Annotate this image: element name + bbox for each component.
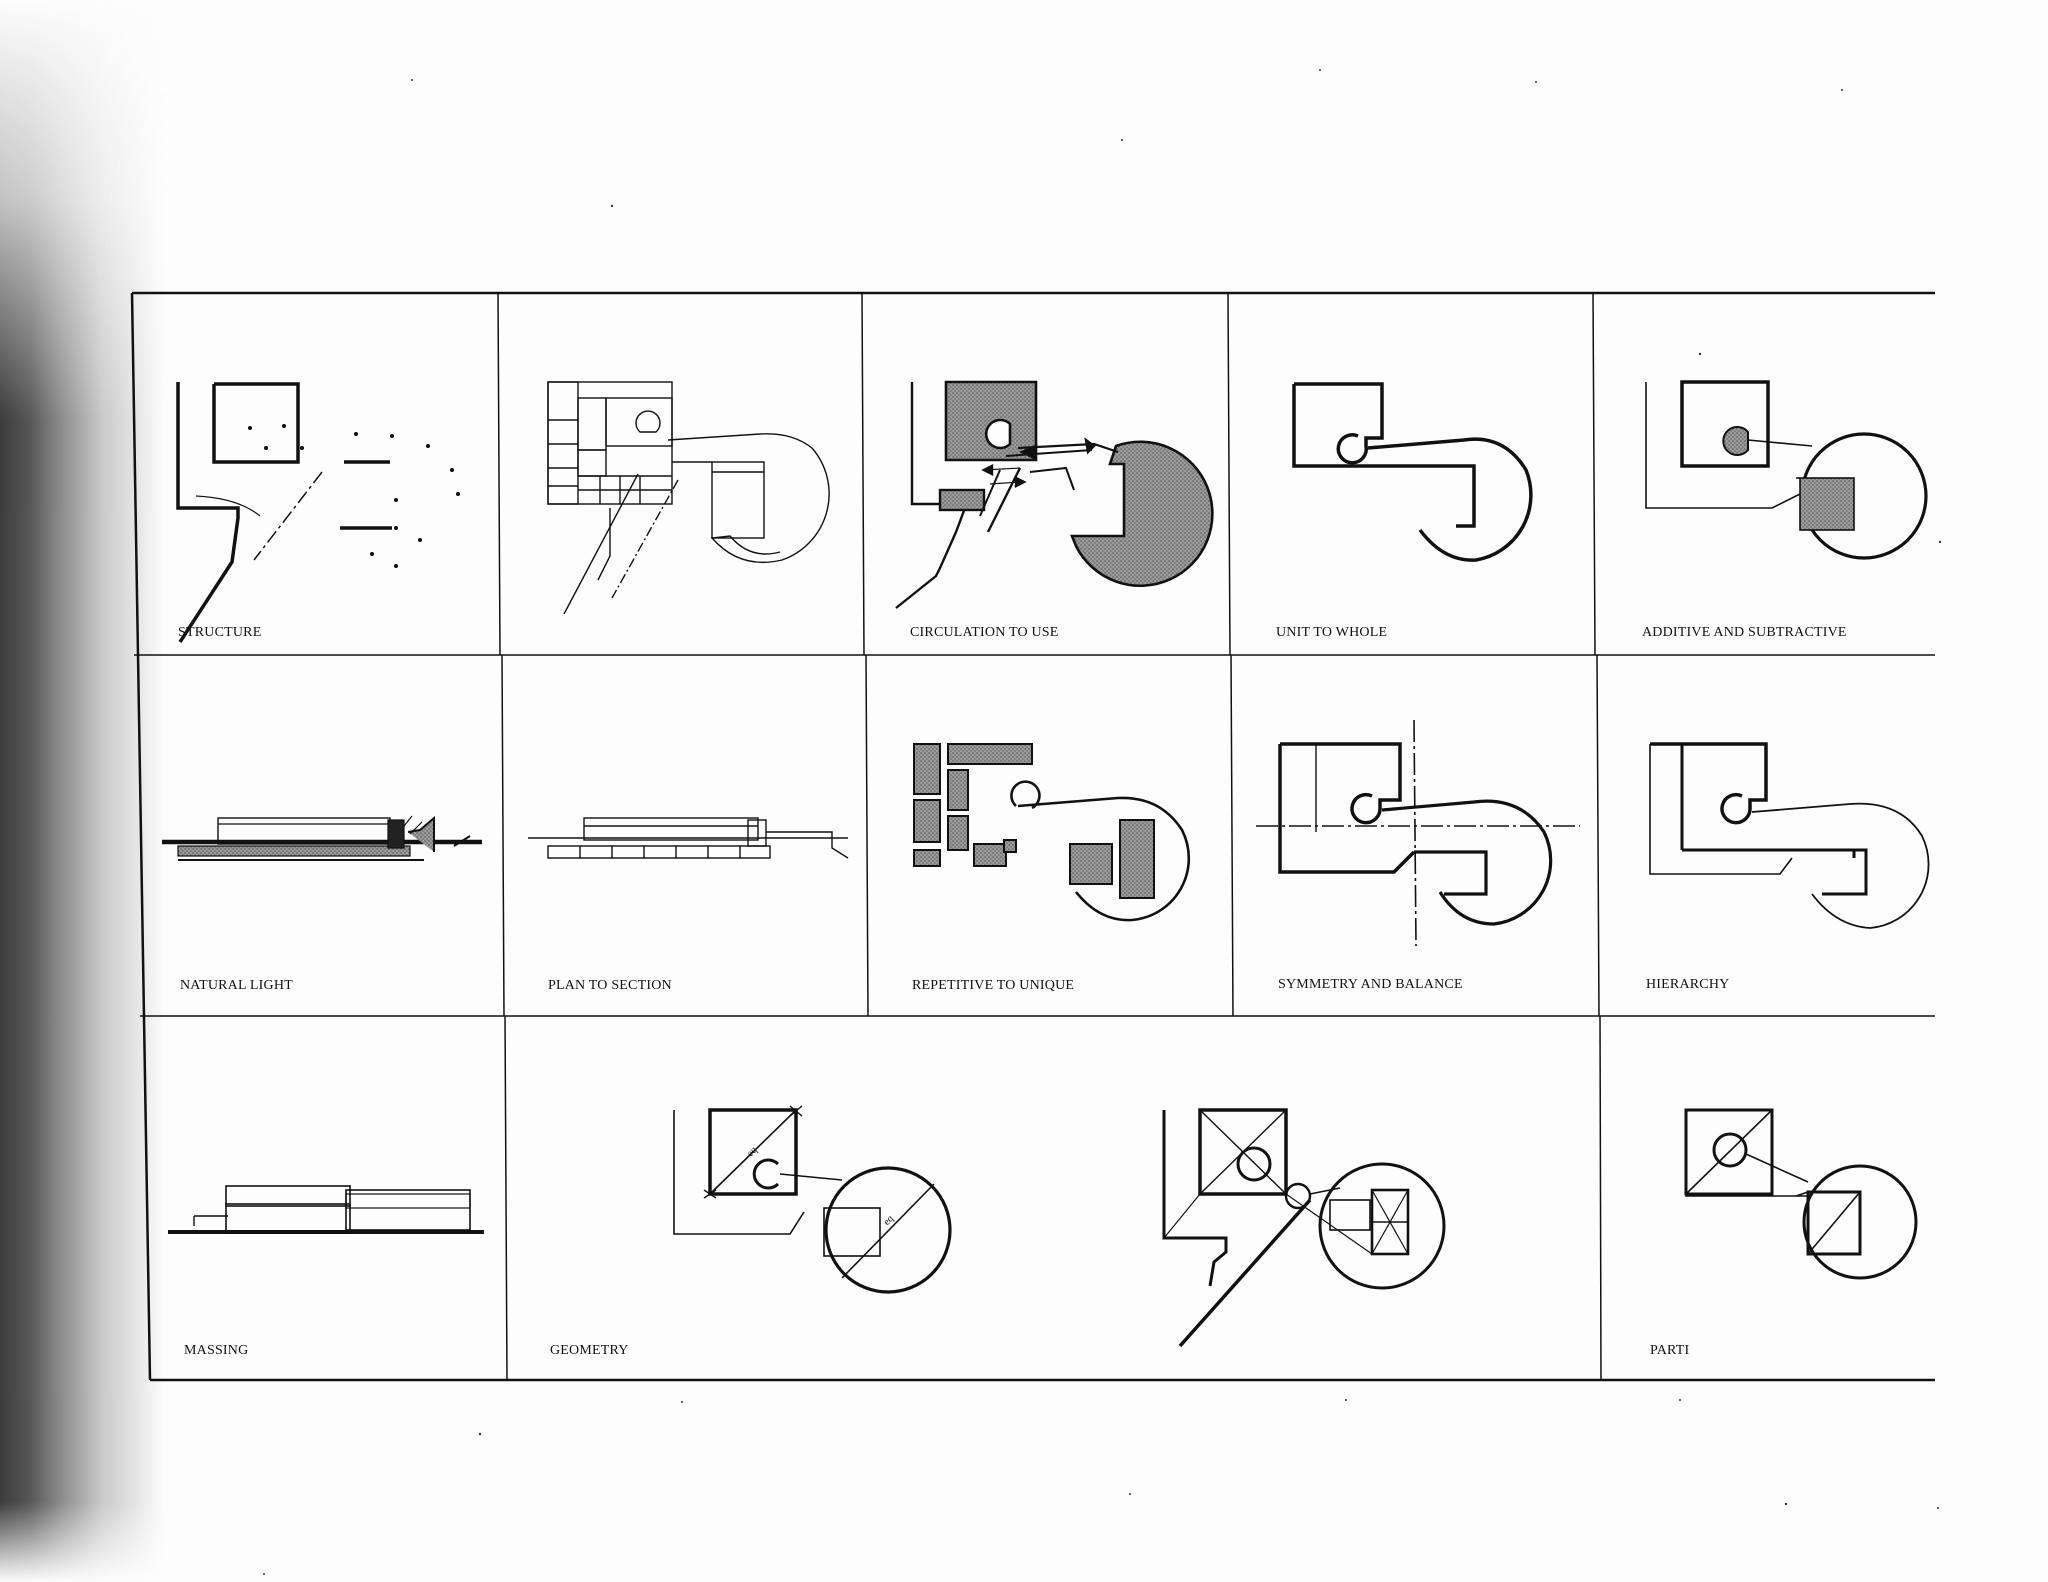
label-additive: ADDITIVE AND SUBTRACTIVE bbox=[1642, 625, 1847, 640]
diagram-symmetry bbox=[1256, 719, 1580, 947]
diagram-circulation bbox=[895, 380, 1214, 609]
diagram-hierarchy bbox=[1649, 742, 1930, 929]
diagram-massing bbox=[168, 1185, 484, 1234]
label-parti: PARTI bbox=[1650, 1343, 1689, 1358]
label-plan-section: PLAN TO SECTION bbox=[548, 978, 672, 993]
label-symmetry: SYMMETRY AND BALANCE bbox=[1278, 977, 1463, 992]
diagram-parti bbox=[1684, 1108, 1918, 1280]
label-circulation: CIRCULATION TO USE bbox=[910, 625, 1059, 640]
label-unit-whole: UNIT TO WHOLE bbox=[1276, 625, 1387, 640]
diagram-geometry-b bbox=[1162, 1108, 1446, 1348]
diagram-natural-light bbox=[162, 815, 482, 861]
diagram-additive bbox=[1645, 380, 1928, 560]
diagram-structure bbox=[176, 382, 460, 643]
label-massing: MASSING bbox=[184, 1343, 248, 1358]
diagram-plan-section bbox=[528, 817, 849, 859]
label-repetitive: REPETITIVE TO UNIQUE bbox=[912, 978, 1074, 993]
label-hierarchy: HIERARCHY bbox=[1646, 977, 1729, 992]
label-structure: STRUCTURE bbox=[178, 625, 261, 640]
label-natural-light: NATURAL LIGHT bbox=[180, 978, 293, 993]
diagram-unit-whole bbox=[1292, 382, 1533, 562]
diagram-geometry-a bbox=[673, 1105, 952, 1294]
diagram-plan bbox=[547, 381, 830, 615]
scan-specks bbox=[263, 69, 1942, 1575]
grid-frame bbox=[130, 291, 1935, 1382]
scan-edge-shadow bbox=[0, 0, 170, 1582]
label-geometry: GEOMETRY bbox=[550, 1343, 629, 1358]
diagram-repetitive bbox=[913, 743, 1191, 922]
